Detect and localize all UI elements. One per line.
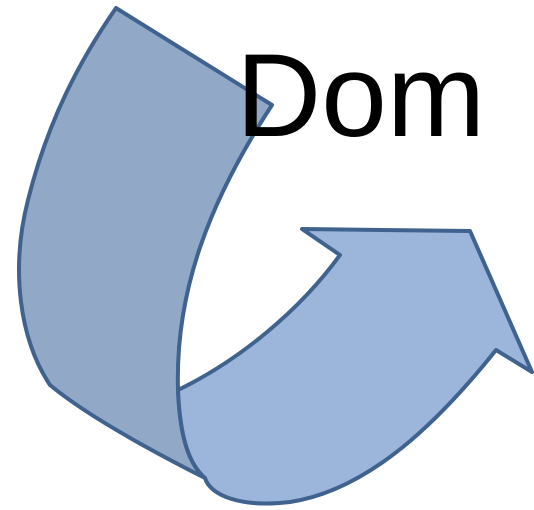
caption-text: Dom	[236, 30, 485, 162]
arrow-front-band	[178, 229, 532, 503]
